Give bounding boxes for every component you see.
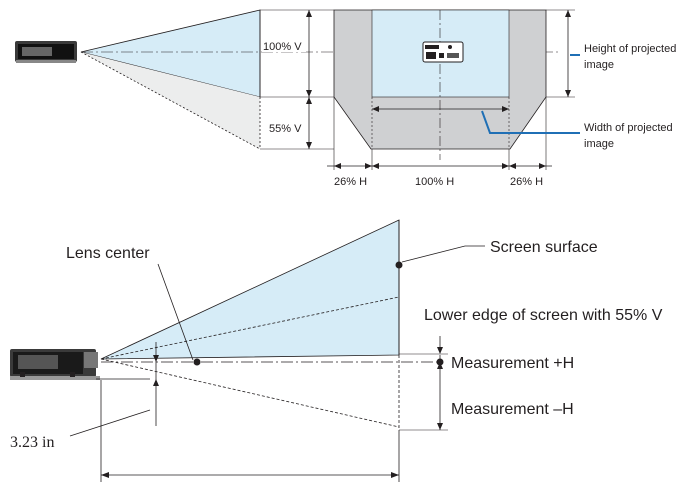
- projector-side-icon: [10, 349, 100, 380]
- width-label-line2: image: [584, 138, 614, 150]
- lower-edge-label: Lower edge of screen with 55% V: [424, 307, 663, 324]
- label-26-h-left: 26% H: [334, 176, 367, 188]
- label-100-h: 100% H: [415, 176, 454, 188]
- projector-front-icon: [15, 41, 77, 63]
- measurement-plus-h-label: Measurement +H: [451, 355, 574, 372]
- height-label-line1: Height of projected: [584, 43, 676, 55]
- width-label-line1: Width of projected: [584, 122, 673, 134]
- top-view: 100% V 55% V Height: [15, 9, 676, 188]
- projector-rear-icon: [422, 41, 464, 63]
- label-55-v: 55% V: [269, 123, 302, 135]
- screen-surface-label: Screen surface: [490, 239, 598, 256]
- lens-center-dot: [193, 358, 201, 366]
- height-label-line2: image: [584, 59, 614, 71]
- measurement-minus-h-label: Measurement –H: [451, 401, 574, 418]
- offset-label: 3.23 in: [10, 434, 54, 451]
- label-26-h-right: 26% H: [510, 176, 543, 188]
- side-view: Lens center Screen surface Lower edge of…: [10, 219, 663, 482]
- lens-center-label: Lens center: [66, 245, 150, 262]
- screen-surface-dot: [395, 261, 403, 269]
- side-beam: [100, 219, 400, 360]
- label-100-v: 100% V: [263, 41, 302, 53]
